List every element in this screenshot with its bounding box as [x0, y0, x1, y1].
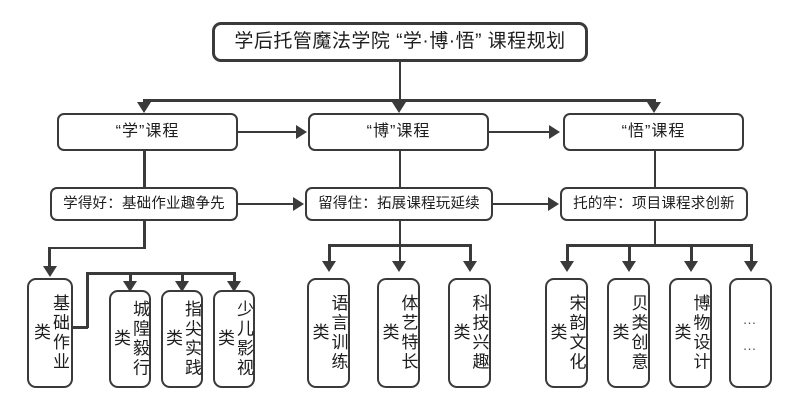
leaf-box-shaoeryingshi: 少儿影视类	[213, 290, 255, 388]
connector-g3-stem	[653, 221, 656, 246]
connector-lvl3-2-to-3	[493, 202, 550, 205]
leaf-label: 少儿影视类	[215, 300, 254, 378]
leaf-box-yuyanxunlian: 语言训练类	[307, 278, 350, 388]
ellipsis-label-1: …	[742, 311, 759, 328]
arrow-g3-leaf3	[684, 261, 698, 272]
connector-wu-down	[653, 151, 656, 187]
arrow-g2-leaf2	[392, 261, 406, 272]
leaf-box-chenghuangyixing: 城隍毅行类	[109, 290, 151, 388]
level2-box-bo: “博”课程	[308, 113, 489, 151]
leaf-label: 指尖实践类	[163, 300, 202, 378]
connector-g1-elbow	[48, 246, 146, 249]
arrow-g1-leaf1	[42, 266, 57, 277]
leaf-box-kejixingqu: 科技兴趣类	[448, 278, 491, 388]
arrow-g2-leaf3	[463, 261, 477, 272]
leaf-box-zhijianshijian: 指尖实践类	[161, 290, 203, 388]
connector-g1-sidestep-h	[73, 326, 88, 329]
arrow-g3-leaf4	[744, 261, 758, 272]
arrow-title-to-lvl2-1	[136, 102, 151, 113]
connector-xue-to-bo	[238, 130, 298, 133]
arrow-title-to-lvl2-2	[392, 102, 406, 113]
connector-g1-drop-leaf4	[233, 272, 236, 284]
connector-g3-drop-leaf3	[690, 244, 693, 264]
level3-box-liudezhu: 留得住：拓展课程玩延续	[305, 187, 493, 221]
connector-g3-drop-leaf4	[750, 244, 753, 264]
leaf-box-jichuzuoye: 基础作业类	[27, 278, 73, 388]
connector-g2-drop-leaf1	[328, 244, 331, 264]
leaf-label: 宋韵文化类	[547, 294, 586, 372]
connector-g1-stem	[143, 221, 146, 249]
connector-title-stem	[398, 62, 401, 101]
leaf-label: 贝类创意类	[609, 294, 648, 372]
level2-box-wu: “悟”课程	[563, 113, 744, 151]
connector-g2-stem	[398, 221, 401, 246]
connector-g2-drop-leaf2	[398, 244, 401, 264]
arrow-g1-leaf3	[175, 281, 189, 292]
leaf-label: 体艺特长类	[379, 294, 418, 372]
arrow-bo-to-wu	[549, 125, 560, 139]
leaf-label: 科技兴趣类	[450, 294, 489, 372]
connector-lvl3-1-to-2	[238, 202, 295, 205]
connector-g2-drop-leaf3	[469, 244, 472, 264]
leaf-label: 语言训练类	[309, 294, 348, 372]
leaf-box-tiyitechang: 体艺特长类	[377, 278, 420, 388]
connector-bo-down	[398, 151, 401, 187]
connector-xue-down	[143, 151, 146, 187]
arrow-g1-leaf4	[227, 281, 241, 292]
connector-g3-drop-leaf1	[566, 244, 569, 264]
level2-box-xue: “学”课程	[57, 113, 238, 151]
arrow-xue-to-bo	[296, 125, 307, 139]
arrow-lvl3-2-to-3	[548, 197, 559, 211]
arrow-g3-leaf2	[622, 261, 636, 272]
leaf-box-ellipsis: … …	[729, 278, 772, 388]
leaf-box-songyunwenhua: 宋韵文化类	[545, 278, 588, 388]
level3-box-xuedehao: 学得好：基础作业趣争先	[50, 187, 238, 221]
connector-g3-drop-leaf2	[628, 244, 631, 264]
connector-bo-to-wu	[489, 130, 551, 133]
arrow-g1-leaf2	[123, 281, 137, 292]
leaf-box-beileichuangyi: 贝类创意类	[607, 278, 650, 388]
connector-g1-drop-leaf2	[129, 272, 132, 284]
arrow-title-to-lvl2-3	[647, 102, 661, 113]
leaf-label: 城隍毅行类	[111, 300, 150, 378]
connector-g3-bus	[566, 244, 752, 247]
connector-g1-drop-leaf1	[48, 246, 51, 269]
connector-g1-sidestep-v	[86, 272, 89, 328]
diagram-title-box: 学后托管魔法学院 “学·博·悟” 课程规划	[212, 22, 588, 62]
arrow-g2-leaf1	[322, 261, 336, 272]
connector-g1-bus	[86, 272, 235, 275]
connector-g1-drop-leaf3	[181, 272, 184, 284]
leaf-label: 博物设计类	[671, 294, 710, 372]
leaf-box-bowusheji: 博物设计类	[669, 278, 712, 388]
leaf-label: 基础作业类	[31, 294, 70, 372]
ellipsis-label-2: …	[742, 337, 759, 353]
level3-box-tudelao: 托的牢：项目课程求创新	[560, 187, 748, 221]
arrow-lvl3-1-to-2	[293, 197, 304, 211]
arrow-g3-leaf1	[560, 261, 574, 272]
